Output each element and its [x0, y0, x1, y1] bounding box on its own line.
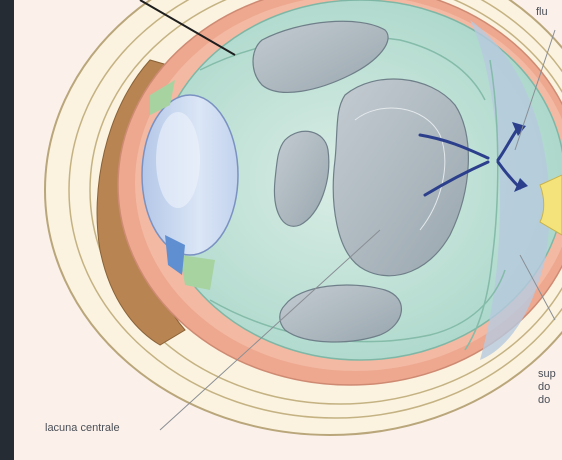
label-top-right: flu [536, 6, 548, 19]
label-lacuna-centrale: lacuna centrale [45, 422, 120, 435]
zonule-lower [180, 255, 215, 290]
label-bottom-right: sup do do [538, 368, 556, 407]
lens-highlight [156, 112, 200, 208]
